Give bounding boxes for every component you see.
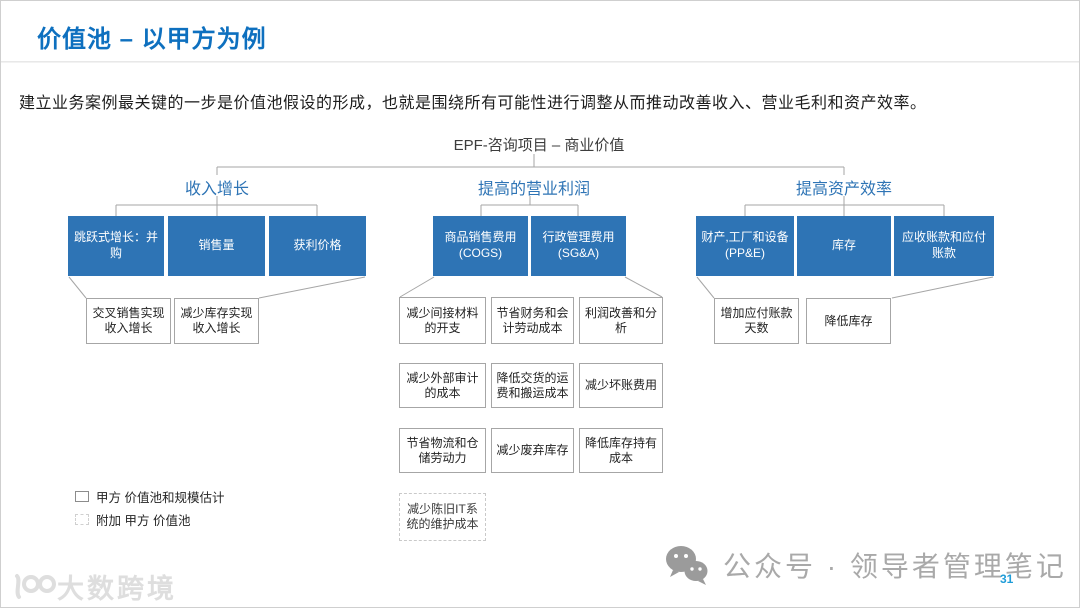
page-number: 31 [1000,572,1014,586]
subbox-obsolete-inventory: 减少废弃库存 [491,428,574,473]
logo-text: 大数跨境 [57,574,177,604]
box-receivables-payables: 应收账款和应付账款 [894,216,994,276]
subbox-external-audit: 减少外部审计的成本 [399,363,486,408]
box-sga: 行政管理费用 (SG&A) [531,216,626,276]
subbox-cross-selling: 交叉销售实现收入增长 [86,298,171,344]
subbox-delivery-freight: 降低交货的运费和搬运成本 [491,363,574,408]
box-profit-price: 获利价格 [269,216,366,276]
legend-label: 附加 甲方 价值池 [96,514,191,528]
logo-100-icon [15,573,56,599]
legend-label: 甲方 价值池和规模估计 [96,491,225,505]
wechat-icon [666,546,708,585]
branch-label-asset-efficiency: 提高资产效率 [795,181,892,198]
box-ppe: 财产,工厂和设备 (PP&E) [696,216,794,276]
box-inventory: 库存 [797,216,891,276]
subbox-reduce-inventory-revenue: 减少库存实现收入增长 [174,298,259,344]
box-cogs: 商品销售费用 (COGS) [433,216,528,276]
subbox-bad-debt: 减少坏账费用 [579,363,663,408]
logo-watermark: 大数跨境 [11,567,177,606]
subbox-lower-inventory: 降低库存 [806,298,891,344]
branch-label-revenue: 收入增长 [184,181,249,198]
legend-item-value-pool: 甲方 价值池和规模估计 [75,487,224,506]
subbox-indirect-materials: 减少间接材料的开支 [399,297,486,344]
subbox-legacy-it-maintenance: 减少陈旧IT系统的维护成本 [399,493,486,541]
subbox-payable-days: 增加应付账款天数 [714,298,799,344]
box-ma-growth: 跳跃式增长：并购 [68,216,164,276]
branch-label-operating-profit: 提高的营业利润 [477,181,590,198]
page-title: 价值池 – 以甲方为例 [37,26,267,53]
dashed-square-swatch [75,514,89,525]
subbox-inventory-holding-cost: 降低库存持有成本 [579,428,663,473]
legend: 甲方 价值池和规模估计 附加 甲方 价值池 [75,487,224,533]
subbox-logistics-warehouse-labor: 节省物流和仓储劳动力 [399,428,486,473]
title-divider [1,61,1079,63]
subbox-finance-accounting-labor: 节省财务和会计劳动成本 [491,297,574,344]
wechat-watermark-text: 公众号 · 领导者管理笔记 [723,551,1067,582]
slide-subtitle: 建立业务案例最关键的一步是价值池假设的形成，也就是围绕所有可能性进行调整从而推动… [19,95,927,112]
solid-square-swatch [75,491,89,502]
wechat-watermark: 公众号 · 领导者管理笔记 [663,544,1067,586]
diagram-root-label: EPF-咨询项目 – 商业价值 [453,137,625,154]
subbox-profit-improvement-analysis: 利润改善和分析 [579,297,663,344]
legend-item-additional-pool: 附加 甲方 价值池 [75,510,224,529]
box-sales-volume: 销售量 [168,216,265,276]
